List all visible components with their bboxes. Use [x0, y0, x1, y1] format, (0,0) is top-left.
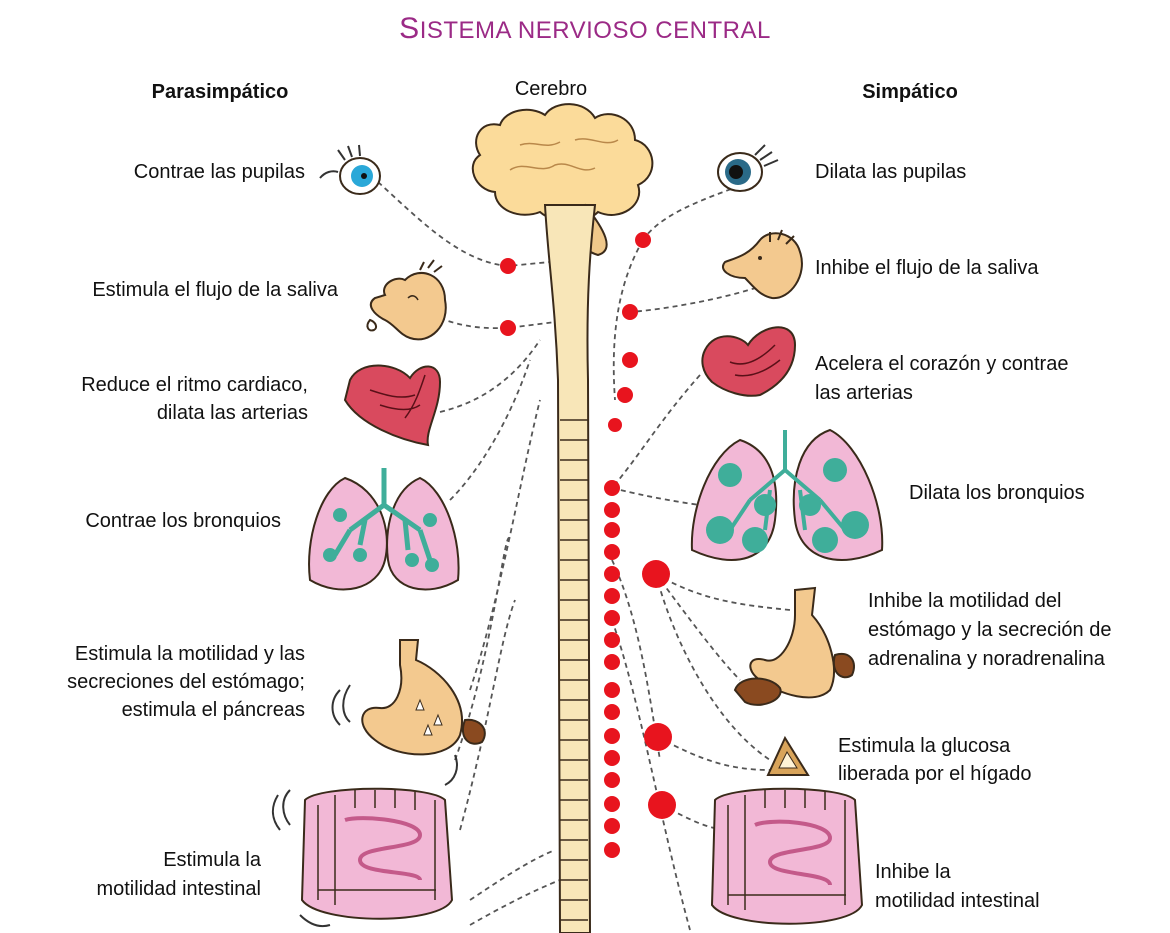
intestine-icon [272, 787, 454, 928]
label-accelerate-heart-line1: Acelera el corazón y contrae [815, 353, 1068, 375]
face-icon [722, 229, 803, 300]
diagram-title: SISTEMA NERVIOSO CENTRAL [399, 12, 771, 45]
lungs-icon [690, 428, 884, 561]
label-stimulate-intestine-line1: Estimula la [163, 849, 262, 871]
label-contract-pupils: Contrae las pupilas [134, 161, 305, 183]
label-accelerate-heart-line2: las arterias [815, 382, 913, 404]
eye-icon [319, 144, 381, 195]
label-inhibit-stomach-line1: Inhibe la motilidad del [868, 590, 1061, 612]
label-stimulate-saliva: Estimula el flujo de la saliva [92, 279, 339, 301]
sympathetic-header: Simpático [862, 81, 958, 103]
face-icon [366, 259, 447, 341]
label-stimulate-stomach-line1: Estimula la motilidad y las [75, 643, 305, 665]
label-contract-bronchi: Contrae los bronquios [85, 510, 281, 532]
label-inhibit-stomach-line3: adrenalina y noradrenalina [868, 648, 1106, 670]
label-liver-glucose-line1: Estimula la glucosa [838, 735, 1011, 757]
sympathetic-labels: Dilata las pupilas Inhibe el flujo de la… [815, 161, 1111, 912]
stomach-icon [331, 639, 486, 786]
heart-icon [701, 326, 797, 397]
title-initial: S [399, 12, 420, 45]
label-reduce-heart-line2: dilata las arterias [157, 402, 308, 424]
label-inhibit-saliva: Inhibe el flujo de la saliva [815, 257, 1039, 279]
label-inhibit-stomach-line2: estómago y la secreción de [868, 619, 1111, 641]
ganglia [500, 232, 676, 858]
label-dilate-bronchi: Dilata los bronquios [909, 482, 1085, 504]
label-inhibit-intestine-line1: Inhibe la [875, 861, 951, 883]
intestine-icon [710, 787, 864, 925]
brain-label: Cerebro [515, 78, 587, 100]
title-rest: ISTEMA NERVIOSO CENTRAL [420, 17, 771, 44]
lungs-icon [308, 468, 460, 591]
label-stimulate-stomach-line2: secreciones del estómago; [67, 671, 305, 693]
label-reduce-heart-line1: Reduce el ritmo cardiaco, [81, 374, 308, 396]
eye-icon [717, 144, 779, 192]
label-stimulate-intestine-line2: motilidad intestinal [96, 878, 261, 900]
label-liver-glucose-line2: liberada por el hígado [838, 763, 1031, 785]
parasympathetic-header: Parasimpático [152, 81, 289, 103]
label-stimulate-stomach-line3: estimula el páncreas [122, 699, 305, 721]
stomach-icon [733, 586, 855, 706]
label-inhibit-intestine-line2: motilidad intestinal [875, 890, 1040, 912]
label-dilate-pupils: Dilata las pupilas [815, 161, 966, 183]
spinal-cord [543, 204, 597, 933]
parasympathetic-labels: Contrae las pupilas Estimula el flujo de… [67, 161, 339, 900]
heart-icon [343, 364, 442, 447]
liver-icon [766, 735, 810, 776]
